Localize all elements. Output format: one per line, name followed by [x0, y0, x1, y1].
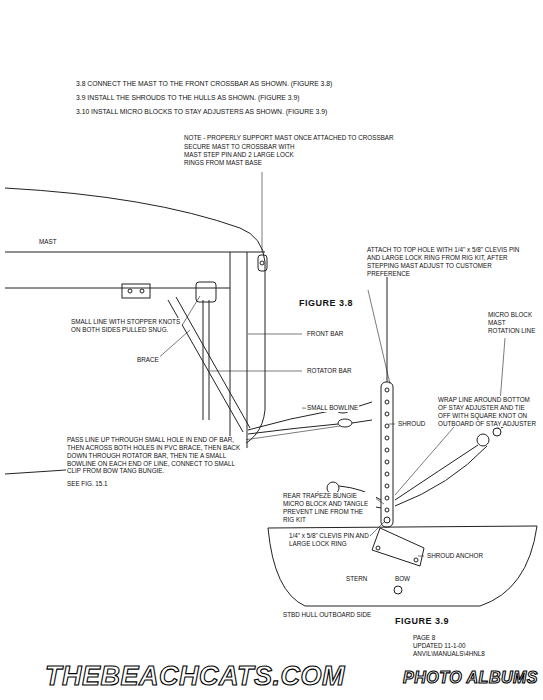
figure-title: FIGURE 3.9 — [394, 616, 450, 627]
adjuster-holes — [385, 388, 389, 512]
part-label: BRACE — [136, 356, 160, 364]
adjuster-hole — [385, 484, 389, 488]
stay-adjuster — [381, 382, 393, 527]
part-label: BOW — [394, 575, 411, 583]
note-text: SECURE MAST TO CROSSBAR WITH MAST STEP P… — [183, 143, 307, 167]
adjuster-hole — [385, 436, 389, 440]
step-text: 3.8 CONNECT THE MAST TO THE FRONT CROSSB… — [75, 80, 333, 88]
adjuster-hole — [385, 388, 389, 392]
note-text: WRAP LINE AROUND BOTTOM OF STAY ADJUSTER… — [437, 396, 539, 427]
adjuster-hole — [385, 508, 389, 512]
figure-title: FIGURE 3.8 — [298, 298, 354, 309]
page-number: PAGE 8 — [412, 634, 436, 642]
part-label: FRONT BAR — [306, 330, 344, 338]
note-text: REAR TRAPEZE BUNGIE MICRO BLOCK AND TANG… — [282, 492, 376, 523]
note-text: PASS LINE UP THROUGH SMALL HOLE IN END O… — [66, 436, 246, 475]
mast-step-pin — [258, 255, 267, 271]
rivet — [414, 558, 418, 562]
crossbar-line — [5, 252, 265, 253]
rivet — [376, 546, 380, 550]
mast-outline — [5, 188, 265, 474]
rotator-bar — [203, 300, 209, 420]
file-path: ANVIL\MANUALS\4HNL8 — [412, 650, 486, 658]
micro-block — [477, 434, 489, 446]
front-bar — [247, 252, 248, 448]
part-label: ROTATOR BAR — [306, 367, 352, 375]
shroud-anchor-plate — [372, 528, 424, 566]
part-label: STERN — [345, 575, 368, 583]
bolt — [128, 289, 132, 293]
leader-lines — [156, 172, 505, 556]
rotator-fitting — [196, 282, 216, 302]
part-label: MAST — [38, 238, 58, 246]
adjuster-hole — [385, 472, 389, 476]
pin-hole — [260, 261, 264, 265]
revision-date: UPDATED 11-1-00 — [412, 642, 467, 650]
rotation-line — [395, 418, 520, 506]
step-text: 3.10 INSTALL MICRO BLOCKS TO STAY ADJUST… — [75, 108, 328, 116]
part-label: SMALL BOWLINE — [306, 404, 359, 412]
adjuster-hole — [385, 412, 389, 416]
note-text: SMALL LINE WITH STOPPER KNOTS ON BOTH SI… — [70, 318, 182, 334]
screw — [394, 586, 402, 594]
bracket — [122, 284, 150, 298]
note-text: NOTE - PROPERLY SUPPORT MAST ONCE ATTACH… — [183, 134, 395, 142]
watermark: THEBEACHCATS.COM — [44, 660, 346, 694]
adjuster-hole — [385, 400, 389, 404]
bolt — [140, 289, 144, 293]
control-line — [248, 410, 338, 434]
adjuster-hole — [385, 424, 389, 428]
note-text: SEE FIG. 15.1 — [66, 480, 109, 488]
front-bar — [230, 252, 231, 440]
note-text: 1/4" x 5/8" CLEVIS PIN AND LARGE LOCK RI… — [288, 532, 370, 548]
micro-block — [493, 428, 501, 436]
note-text: ATTACH TO TOP HOLE WITH 1/4" x 5/8" CLEV… — [366, 246, 526, 277]
adjuster-hole — [385, 448, 389, 452]
part-label: STBD HULL OUTBOARD SIDE — [282, 611, 372, 619]
watermark: PHOTO ALBUMS — [402, 668, 539, 688]
part-label: MICRO BLOCK MAST ROTATION LINE — [487, 311, 539, 335]
adjuster-hole — [385, 496, 389, 500]
clevis-pin — [384, 517, 390, 523]
adjuster-hole — [385, 460, 389, 464]
step-text: 3.9 INSTALL THE SHROUDS TO THE HULLS AS … — [75, 94, 300, 102]
hull-outline — [268, 526, 537, 606]
part-label: SHROUD — [397, 420, 426, 428]
bowline-loop — [338, 419, 352, 427]
part-label: SHROUD ANCHOR — [426, 552, 484, 560]
